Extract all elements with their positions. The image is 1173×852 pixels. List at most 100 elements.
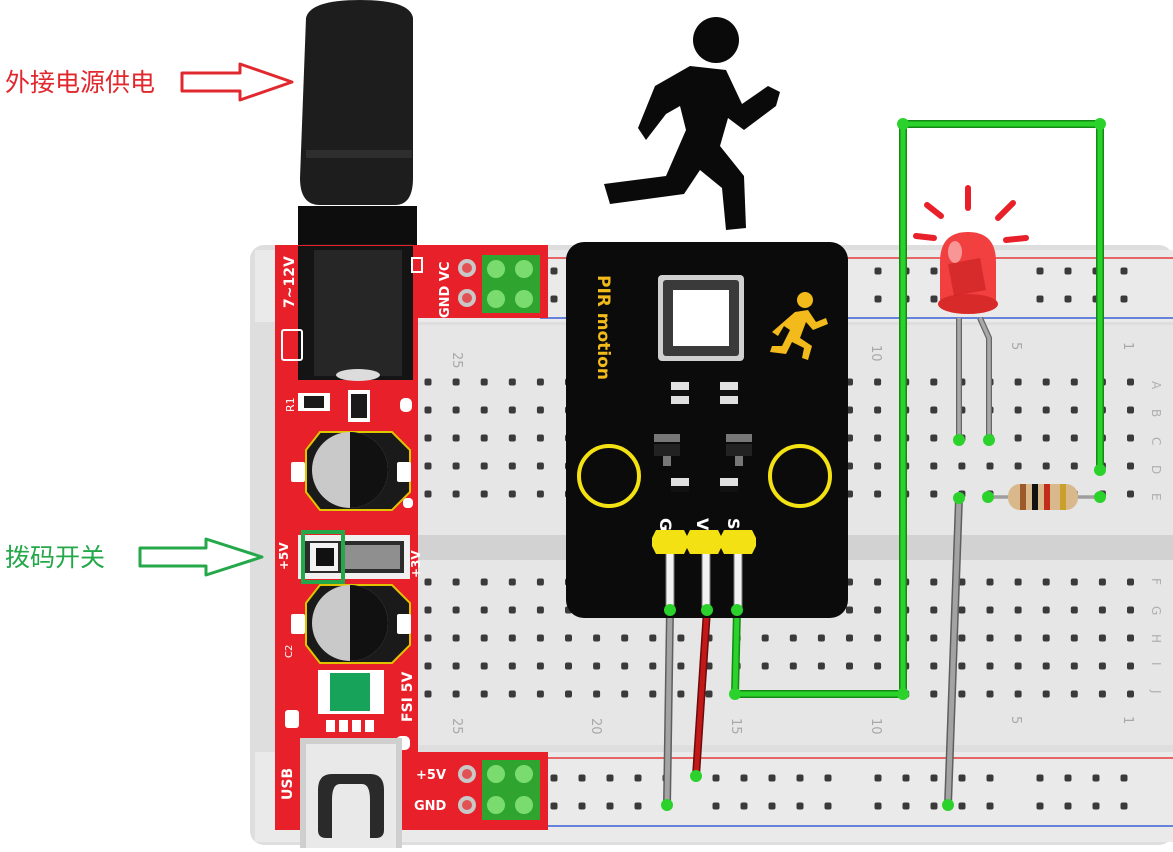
breadboard-hole: [452, 434, 460, 442]
plus3v-label: +3V: [409, 550, 423, 578]
breadboard-hole: [424, 606, 432, 614]
breadboard-hole: [1127, 490, 1134, 498]
breadboard-hole: [480, 462, 488, 470]
breadboard-hole: [846, 634, 853, 642]
breadboard-hole: [874, 606, 882, 614]
breadboard-hole: [874, 295, 882, 303]
breadboard-hole: [986, 662, 994, 670]
breadboard-hole: [649, 634, 657, 642]
breadboard-hole: [1064, 267, 1072, 275]
arrow-right-green-icon: [138, 537, 264, 577]
breadboard-hole: [1042, 662, 1050, 670]
row-label-h: H: [1149, 634, 1163, 643]
col-label-top-1: 1: [1120, 342, 1135, 350]
breadboard-hole: [621, 662, 629, 670]
sensor-name: PIR motion: [593, 275, 613, 380]
col-label-bottom-5: 5: [1008, 716, 1023, 724]
breadboard-hole: [1042, 406, 1050, 414]
breadboard-hole: [677, 634, 685, 642]
usb-label: USB: [280, 768, 296, 800]
power-jack-callout: 外接电源供电: [5, 62, 294, 102]
breadboard-hole: [1042, 634, 1050, 642]
breadboard-hole: [550, 267, 558, 275]
breadboard-hole: [986, 462, 994, 470]
row-label-j: J: [1149, 689, 1163, 694]
breadboard-hole: [536, 690, 544, 698]
breadboard-hole: [550, 802, 558, 810]
breadboard-hole: [452, 634, 460, 642]
breadboard-hole: [1036, 774, 1044, 782]
breadboard-hole: [634, 802, 642, 810]
breadboard-hole: [1070, 634, 1078, 642]
breadboard-hole: [986, 690, 994, 698]
breadboard-hole: [1070, 606, 1078, 614]
breadboard-hole: [1070, 690, 1078, 698]
breadboard-hole: [986, 606, 994, 614]
breadboard-hole: [1036, 267, 1044, 275]
breadboard-hole: [930, 378, 938, 386]
breadboard-hole: [536, 634, 544, 642]
breadboard-hole: [1092, 774, 1100, 782]
breadboard-hole: [930, 295, 938, 303]
breadboard-hole: [1127, 462, 1134, 470]
col-label-bottom-1: 1: [1120, 716, 1135, 724]
breadboard-hole: [824, 774, 832, 782]
breadboard-hole: [649, 662, 657, 670]
breadboard-hole: [508, 606, 516, 614]
breadboard-hole: [874, 406, 882, 414]
col-label-top-25: 25: [449, 352, 464, 369]
breadboard-hole: [930, 490, 938, 498]
breadboard-hole: [1098, 690, 1106, 698]
breadboard-hole: [874, 774, 882, 782]
breadboard-hole: [649, 690, 657, 698]
breadboard-hole: [874, 802, 882, 810]
breadboard-hole: [1014, 434, 1022, 442]
breadboard-hole: [817, 634, 825, 642]
breadboard-hole: [1014, 578, 1022, 586]
breadboard-hole: [1092, 802, 1100, 810]
breadboard-hole: [508, 662, 516, 670]
breadboard-hole: [480, 490, 488, 498]
breadboard-hole: [508, 434, 516, 442]
breadboard-hole: [480, 378, 488, 386]
breadboard-hole: [536, 578, 544, 586]
breadboard-hole: [578, 802, 586, 810]
breadboard-hole: [986, 802, 994, 810]
breadboard-hole: [1127, 406, 1134, 414]
breadboard-hole: [424, 634, 432, 642]
gnd-vc-label: GND VC: [438, 262, 453, 318]
breadboard-hole: [536, 406, 544, 414]
row-label-b: B: [1149, 409, 1163, 417]
breadboard-hole: [958, 578, 966, 586]
breadboard-hole: [634, 774, 642, 782]
breadboard-hole: [480, 662, 488, 670]
breadboard-hole: [930, 802, 938, 810]
pin-v-label: V: [693, 518, 712, 531]
breadboard-hole: [930, 662, 938, 670]
breadboard-hole: [1014, 634, 1022, 642]
breadboard-hole: [1036, 802, 1044, 810]
breadboard-hole: [1120, 267, 1128, 275]
breadboard-hole: [565, 634, 572, 642]
breadboard-hole: [1042, 606, 1050, 614]
breadboard-hole: [536, 606, 544, 614]
breadboard-hole: [536, 490, 544, 498]
breadboard-hole: [593, 634, 601, 642]
wires: [661, 118, 1106, 811]
dip-switch-callout-label: 拨码开关: [5, 543, 105, 572]
row-label-g: G: [1149, 606, 1163, 615]
breadboard-hole: [930, 406, 938, 414]
breadboard-hole: [480, 634, 488, 642]
breadboard-hole: [480, 406, 488, 414]
breadboard-hole: [550, 295, 558, 303]
breadboard-hole: [1070, 434, 1078, 442]
breadboard-hole: [508, 490, 516, 498]
breadboard-hole: [958, 462, 966, 470]
breadboard-hole: [480, 578, 488, 586]
breadboard-hole: [1127, 690, 1134, 698]
breadboard-hole: [593, 690, 601, 698]
row-label-i: I: [1149, 662, 1163, 666]
breadboard-hole: [768, 802, 776, 810]
breadboard-hole: [958, 690, 966, 698]
